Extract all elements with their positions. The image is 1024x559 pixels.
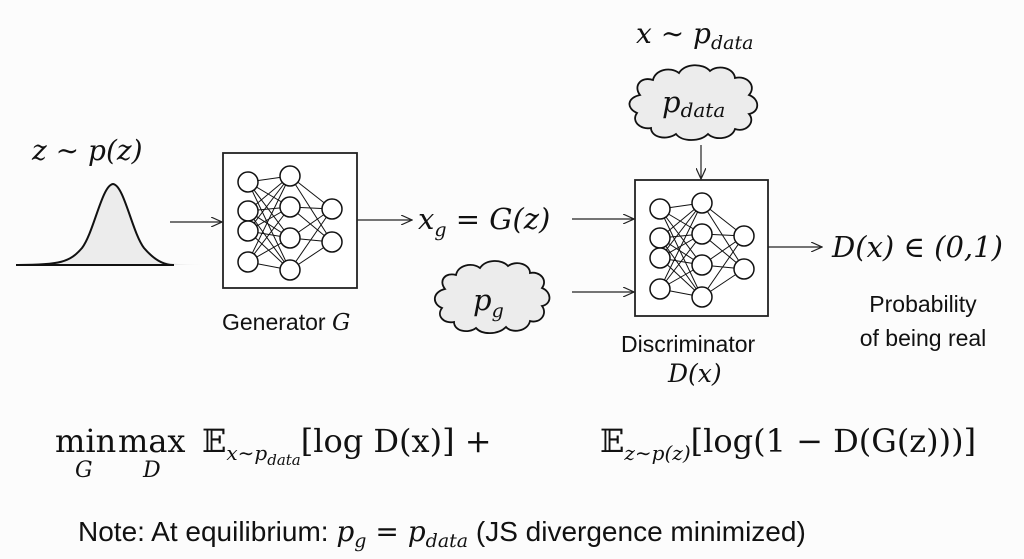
network-edge (701, 202, 745, 270)
network-node (691, 192, 713, 214)
network-node (649, 247, 671, 269)
network-edge (659, 202, 703, 259)
network-edge (247, 206, 291, 263)
network-node (279, 227, 301, 249)
network-node (649, 198, 671, 220)
network-node (691, 286, 713, 308)
network-edge (659, 208, 703, 266)
real-sample-label-sub: data (711, 32, 753, 54)
objective-max-sub: D (142, 458, 161, 483)
prior-label: z ∼ p(z) (31, 134, 143, 167)
generator-label: Generator G (222, 309, 350, 336)
generator-network-icon (237, 165, 343, 281)
network-edge (247, 181, 291, 271)
pg-cloud: pg (433, 260, 551, 335)
cloud-icon (433, 260, 551, 335)
network-node (691, 223, 713, 245)
network-edge (247, 175, 291, 263)
network-node (279, 259, 301, 281)
pdata-cloud-label: pdata (662, 85, 725, 122)
discriminator-label: Discriminator (621, 331, 756, 357)
network-node (237, 251, 259, 273)
equilibrium-note: Note: At equilibrium: pg = pdata (JS div… (78, 515, 806, 552)
network-edge (659, 237, 703, 298)
minimax-objective: min G max D 𝔼x∼pdata[log D(x)] + 𝔼z∼p(z)… (55, 422, 976, 483)
output-desc-line1: Probability (869, 291, 977, 317)
gaussian-curve-icon (18, 184, 208, 265)
network-node (321, 198, 343, 220)
objective-min: min (55, 422, 116, 460)
network-node (733, 225, 755, 247)
network-edge (659, 202, 703, 290)
discriminator-block: Discriminator D(x) (621, 179, 769, 388)
objective-expectation-1: 𝔼x∼pdata[log D(x)] + (202, 422, 492, 469)
network-node (649, 227, 671, 249)
pdata-cloud: pdata (628, 64, 759, 141)
objective-min-sub: G (75, 458, 93, 483)
real-sample-label-main: x ∼ p (636, 17, 711, 50)
network-edge (247, 181, 291, 239)
network-node (649, 278, 671, 300)
pg-cloud-label: pg (473, 283, 504, 322)
output-desc-line2: of being real (860, 325, 987, 351)
network-node (279, 165, 301, 187)
objective-max: max (118, 422, 185, 460)
network-node (321, 231, 343, 253)
network-node (237, 220, 259, 242)
output-label: D(x) ∈ (0,1) (831, 230, 1003, 264)
network-node (237, 200, 259, 222)
discriminator-symbol: D(x) (667, 359, 722, 388)
generated-sample-label: xg = G(z) (418, 202, 550, 241)
network-node (733, 258, 755, 280)
objective-expectation-2: 𝔼z∼p(z)[log(1 − D(G(z)))] (600, 422, 976, 465)
network-edge (659, 233, 703, 290)
network-node (237, 171, 259, 193)
network-edge (247, 175, 291, 232)
network-edge (247, 210, 291, 271)
network-edge (289, 175, 333, 243)
prior-distribution: z ∼ p(z) (16, 134, 208, 266)
discriminator-network-icon (649, 192, 755, 308)
network-node (691, 254, 713, 276)
network-edge (701, 235, 745, 298)
real-sample-label: x ∼ pdata (636, 17, 753, 54)
network-node (279, 196, 301, 218)
cloud-icon (628, 64, 759, 141)
network-edge (289, 208, 333, 271)
generator-block: Generator G (222, 152, 358, 336)
network-edge (659, 208, 703, 298)
